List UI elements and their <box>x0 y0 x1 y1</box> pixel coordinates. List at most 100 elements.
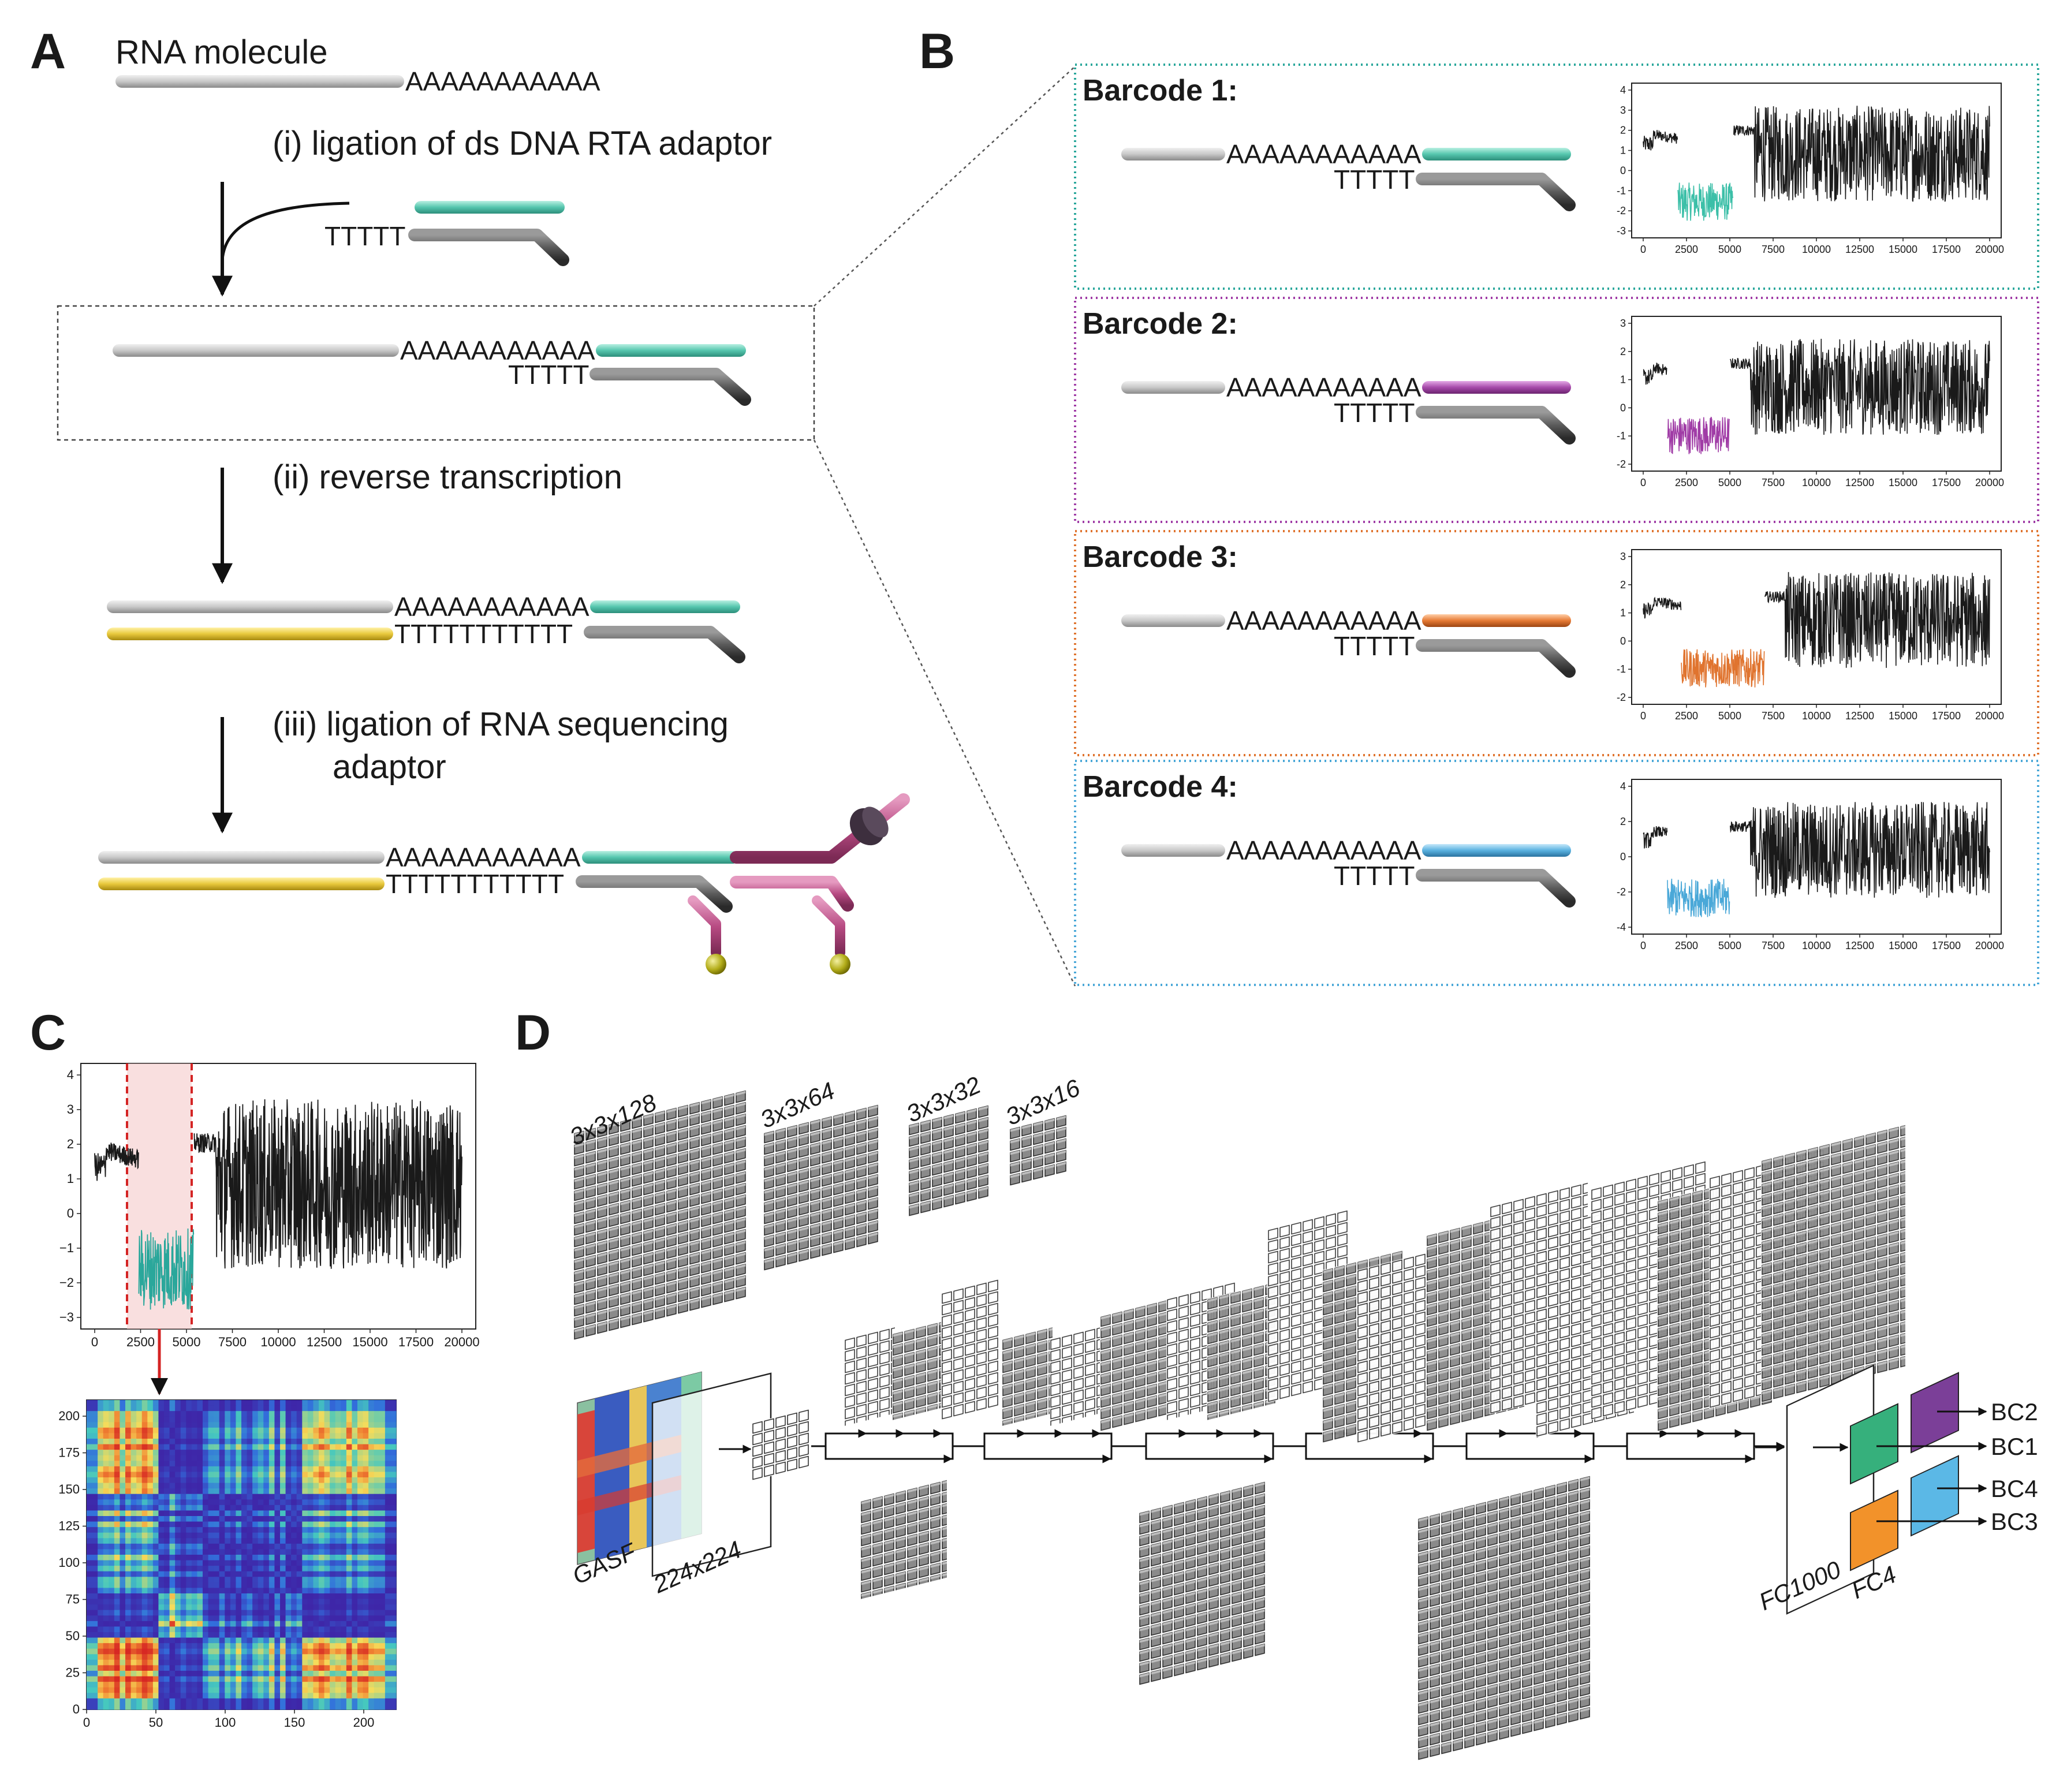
heatmap-cell <box>141 1566 148 1572</box>
heatmap-cell <box>197 1687 203 1693</box>
heatmap-cell <box>280 1615 286 1622</box>
heatmap-cell <box>302 1588 308 1594</box>
xtick-label: 20000 <box>1975 940 2004 951</box>
heatmap-cell <box>219 1521 225 1528</box>
heatmap-cell <box>346 1626 353 1633</box>
heatmap-cell <box>247 1416 253 1423</box>
heatmap-cell <box>214 1637 220 1644</box>
heatmap-cell <box>313 1560 319 1566</box>
heatmap-cell <box>330 1416 336 1423</box>
heatmap-cell <box>147 1610 154 1616</box>
heatmap-cell <box>368 1671 375 1677</box>
heatmap-cell <box>313 1610 319 1616</box>
heatmap-cell <box>247 1593 253 1600</box>
heatmap-cell <box>390 1588 397 1594</box>
heatmap-cell <box>374 1615 380 1622</box>
heatmap-cell <box>324 1693 330 1699</box>
heatmap-cell <box>87 1582 93 1589</box>
heatmap-cell <box>158 1538 165 1544</box>
heatmap-cell <box>141 1488 148 1495</box>
heatmap-cell <box>307 1643 314 1649</box>
heatmap-cell <box>313 1555 319 1561</box>
heatmap-cell <box>363 1676 369 1682</box>
heatmap-cell <box>214 1604 220 1611</box>
heatmap-cell <box>191 1494 198 1500</box>
ytick-label: 75 <box>66 1592 80 1607</box>
heatmap-cell <box>87 1698 93 1705</box>
heatmap-cell <box>203 1582 209 1589</box>
heatmap-cell <box>302 1455 308 1461</box>
heatmap-cell <box>219 1626 225 1633</box>
heatmap-cell <box>263 1643 270 1649</box>
heatmap-cell <box>291 1671 297 1677</box>
heatmap-cell <box>268 1693 275 1699</box>
heatmap-cell <box>280 1599 286 1605</box>
heatmap-cell <box>296 1427 303 1434</box>
barcode-3-border <box>1074 530 2039 756</box>
heatmap-cell <box>141 1654 148 1660</box>
heatmap-cell <box>141 1632 148 1638</box>
heatmap-cell <box>324 1654 330 1660</box>
heatmap-cell <box>268 1632 275 1638</box>
heatmap-cell <box>368 1610 375 1616</box>
heatmap-cell <box>164 1610 170 1616</box>
heatmap-cell <box>130 1671 137 1677</box>
heatmap-cell <box>186 1555 192 1561</box>
heatmap-cell <box>368 1510 375 1517</box>
step-1-label: (i) ligation of ds DNA RTA adaptor <box>273 125 772 162</box>
heatmap-cell <box>158 1455 165 1461</box>
heatmap-cell <box>324 1483 330 1489</box>
heatmap-cell <box>208 1427 214 1434</box>
heatmap-cell <box>158 1676 165 1682</box>
heatmap-cell <box>324 1676 330 1682</box>
heatmap-cell <box>203 1527 209 1533</box>
xtick-label: 20000 <box>444 1335 479 1349</box>
heatmap-cell <box>208 1499 214 1506</box>
heatmap-cell <box>390 1494 397 1500</box>
heatmap-cell <box>363 1593 369 1600</box>
heatmap-cell <box>379 1582 386 1589</box>
heatmap-cell <box>186 1433 192 1439</box>
heatmap-cell <box>252 1698 259 1705</box>
heatmap-cell <box>363 1532 369 1539</box>
heatmap-cell <box>180 1632 186 1638</box>
heatmap-cell <box>274 1543 281 1550</box>
heatmap-cell <box>313 1422 319 1428</box>
heatmap-cell <box>114 1626 121 1633</box>
ytick-label: -3 <box>1617 225 1626 237</box>
heatmap-cell <box>285 1461 292 1467</box>
heatmap-cell <box>125 1637 132 1644</box>
heatmap-cell <box>247 1555 253 1561</box>
heatmap-cell <box>368 1654 375 1660</box>
heatmap-cell <box>291 1400 297 1406</box>
heatmap-cell <box>252 1538 259 1544</box>
heatmap-cell <box>120 1527 126 1533</box>
heatmap-cell <box>374 1405 380 1412</box>
heatmap-cell <box>374 1571 380 1577</box>
heatmap-cell <box>191 1444 198 1450</box>
heatmap-cell <box>114 1483 121 1489</box>
heatmap-cell <box>291 1610 297 1616</box>
heatmap-cell <box>186 1665 192 1671</box>
kernel-legend-128 <box>573 1089 747 1341</box>
heatmap-cell <box>225 1439 231 1445</box>
heatmap-cell <box>147 1549 154 1555</box>
heatmap-cell <box>197 1610 203 1616</box>
heatmap-cell <box>285 1427 292 1434</box>
heatmap-cell <box>152 1615 159 1622</box>
heatmap-cell <box>307 1599 314 1605</box>
heatmap-cell <box>180 1543 186 1550</box>
heatmap-cell <box>280 1637 286 1644</box>
heatmap-cell <box>363 1504 369 1511</box>
heatmap-cell <box>258 1659 264 1666</box>
heatmap-cell <box>368 1571 375 1577</box>
heatmap-cell <box>186 1604 192 1611</box>
heatmap-cell <box>87 1521 93 1528</box>
heatmap-cell <box>324 1643 330 1649</box>
heatmap-cell <box>368 1560 375 1566</box>
heatmap-cell <box>114 1439 121 1445</box>
heatmap-cell <box>258 1455 264 1461</box>
heatmap-cell <box>285 1682 292 1688</box>
heatmap-cell <box>247 1626 253 1633</box>
